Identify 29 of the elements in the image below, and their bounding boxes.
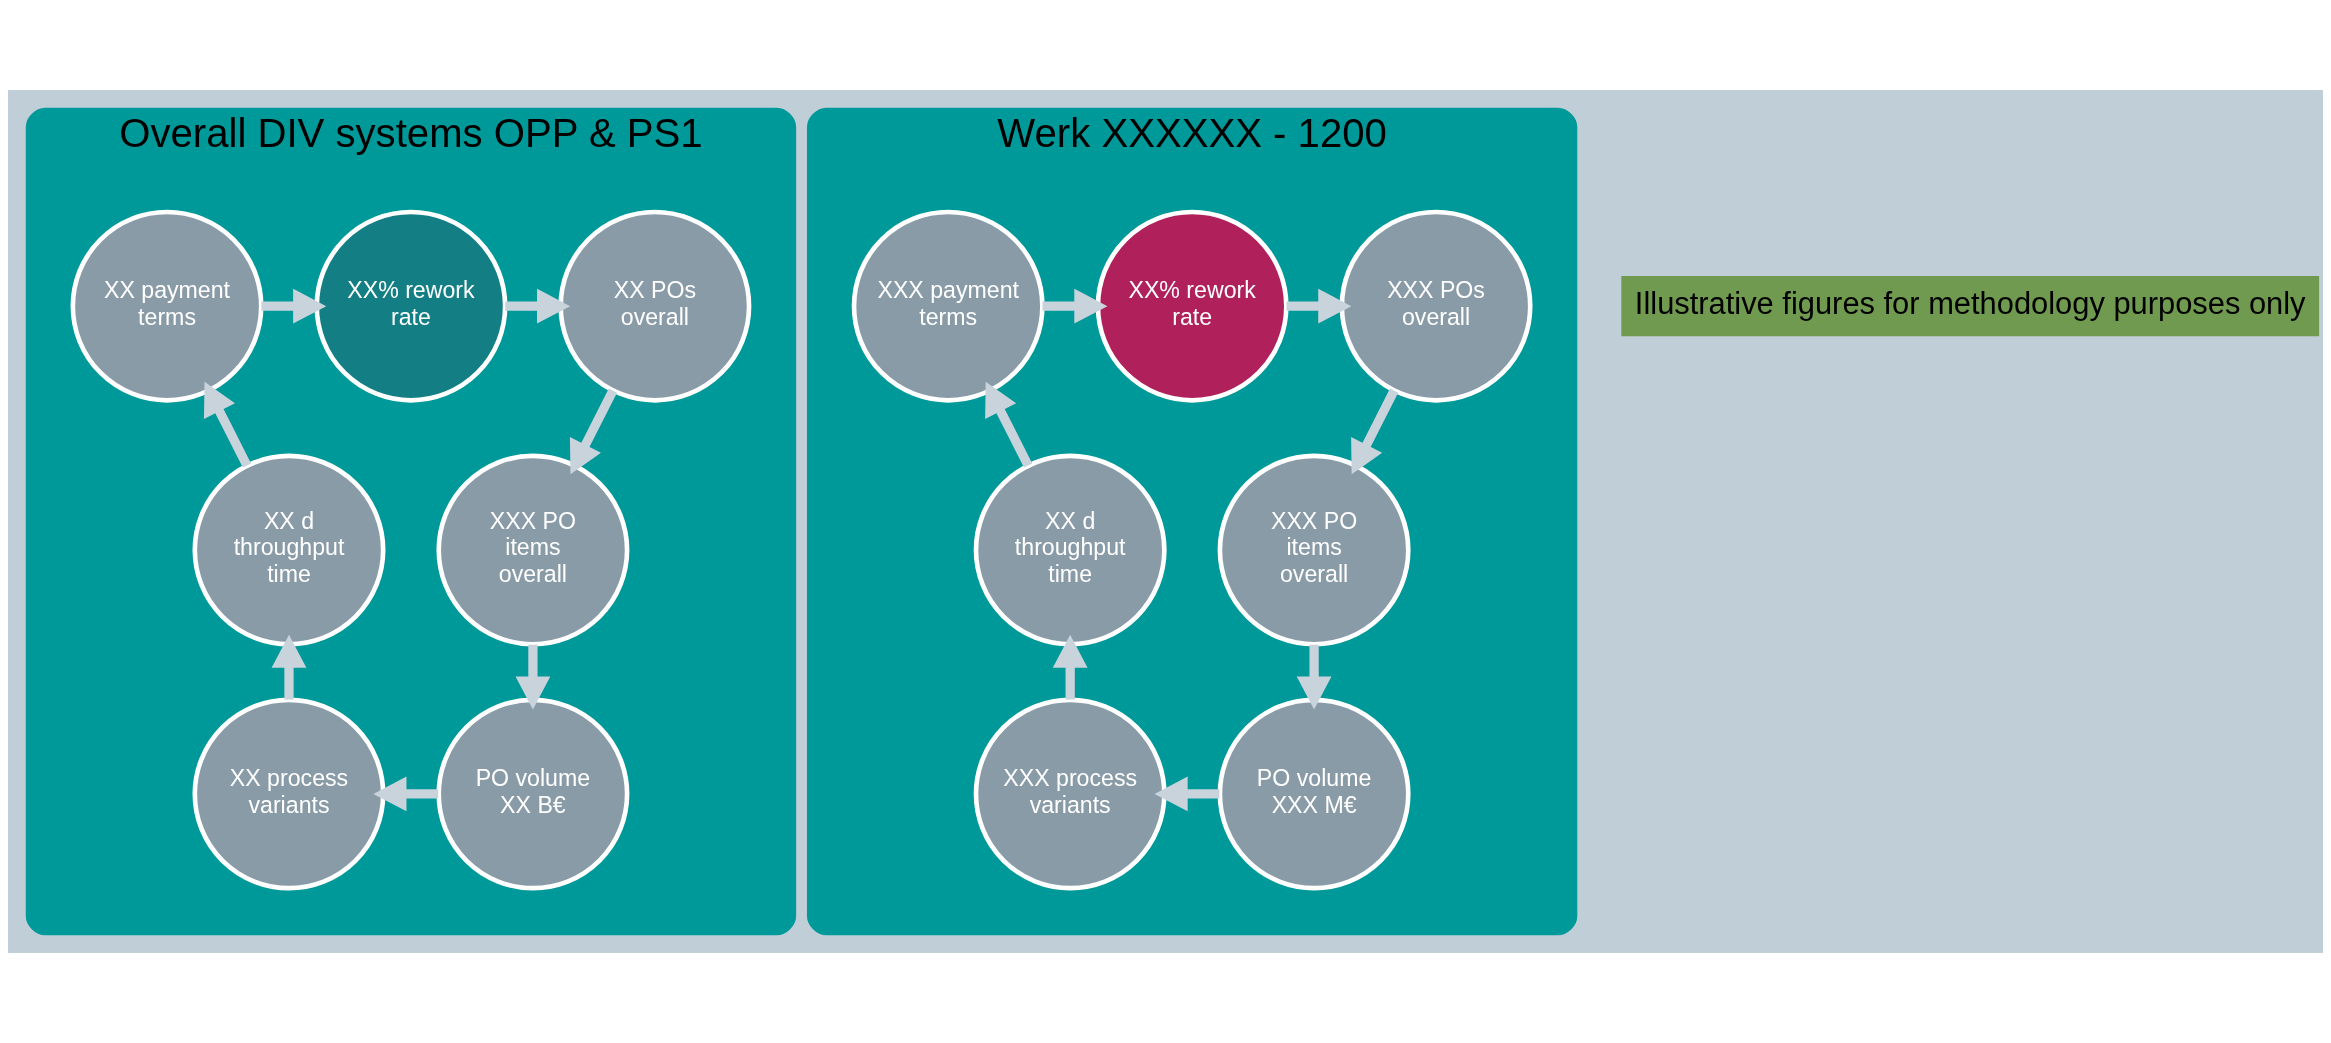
node-circle: PO volume XX B€ bbox=[436, 697, 630, 891]
node-circle: XXX PO items overall bbox=[436, 453, 630, 647]
arrow bbox=[985, 381, 1033, 468]
node-circle: XX d throughput time bbox=[192, 453, 386, 647]
arrow bbox=[515, 644, 551, 710]
node-circle: XX payment terms bbox=[70, 209, 264, 403]
node-circle: XX process variants bbox=[192, 697, 386, 891]
node-circle: XX d throughput time bbox=[973, 453, 1167, 647]
label: Illustrative figures for methodology purposes only bbox=[1634, 285, 2306, 321]
node-circle: XXX process variants bbox=[973, 697, 1167, 891]
node-circle: XXX PO items overall bbox=[1217, 453, 1411, 647]
node-circle: XX% rework rate bbox=[1095, 209, 1289, 403]
node-circle: XX% rework rate bbox=[314, 209, 508, 403]
node-circle: XX POs overall bbox=[558, 209, 752, 403]
node-circle: XXX POs overall bbox=[1339, 209, 1533, 403]
arrow bbox=[1052, 634, 1088, 700]
arrow bbox=[1042, 288, 1108, 324]
arrow bbox=[569, 388, 618, 475]
arrow bbox=[1296, 644, 1332, 710]
arrow bbox=[1154, 776, 1220, 812]
node-circle: PO volume XXX M€ bbox=[1217, 697, 1411, 891]
node-circle: XXX payment terms bbox=[851, 209, 1045, 403]
arrow bbox=[261, 288, 327, 324]
arrow bbox=[373, 776, 439, 812]
arrow bbox=[271, 634, 307, 700]
arrow bbox=[505, 288, 571, 324]
arrow bbox=[1286, 288, 1352, 324]
arrow bbox=[1351, 388, 1399, 475]
arrow bbox=[203, 381, 252, 468]
